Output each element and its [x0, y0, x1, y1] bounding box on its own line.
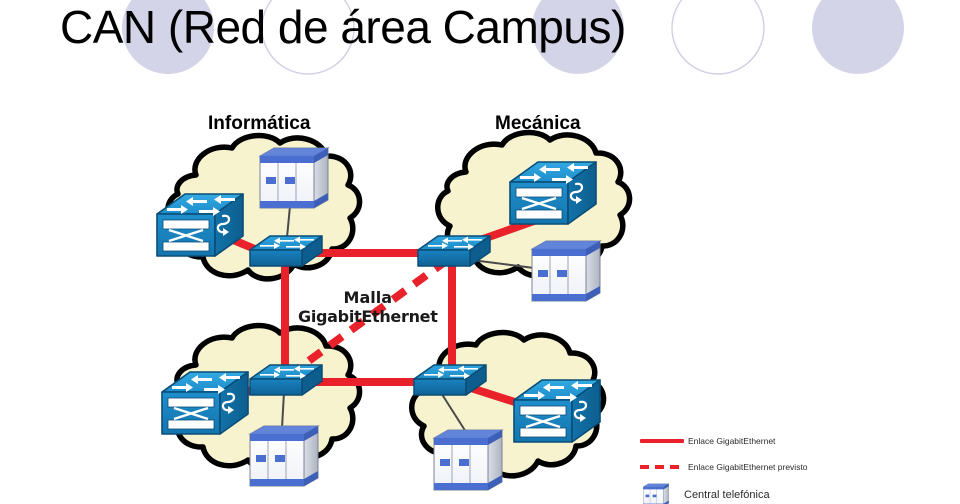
legend-item-solid: Enlace GigabitEthernet	[640, 430, 808, 452]
legend: Enlace GigabitEthernet Enlace GigabitEth…	[640, 430, 808, 504]
legend-label-building: Central telefónica	[684, 489, 770, 501]
building-icon	[643, 483, 669, 504]
legend-item-dashed: Enlace GigabitEthernet previsto	[640, 456, 808, 478]
cloud-label-mecanica: Mecánica	[495, 113, 581, 134]
legend-item-building: Central telefónica	[640, 482, 808, 504]
legend-label-solid: Enlace GigabitEthernet	[688, 436, 776, 446]
building-bottom-right	[433, 429, 503, 491]
building-informatica	[259, 147, 329, 209]
mesh-label-line1: Malla	[343, 288, 393, 307]
cable-bottom-left	[281, 391, 285, 429]
solid-line-icon	[640, 439, 684, 443]
building-mecanica	[531, 240, 601, 302]
link-diagonal-previsto	[285, 254, 453, 380]
building-bottom-left	[249, 425, 319, 487]
cloud-label-informatica: Informática	[208, 113, 311, 134]
legend-label-dashed: Enlace GigabitEthernet previsto	[688, 462, 808, 472]
mesh-label-line2: GigabitEthernet	[298, 307, 438, 326]
dashed-line-icon	[640, 465, 684, 469]
slide-title: CAN (Red de área Campus)	[60, 1, 626, 53]
mesh-label: Malla GigabitEthernet	[298, 288, 438, 326]
